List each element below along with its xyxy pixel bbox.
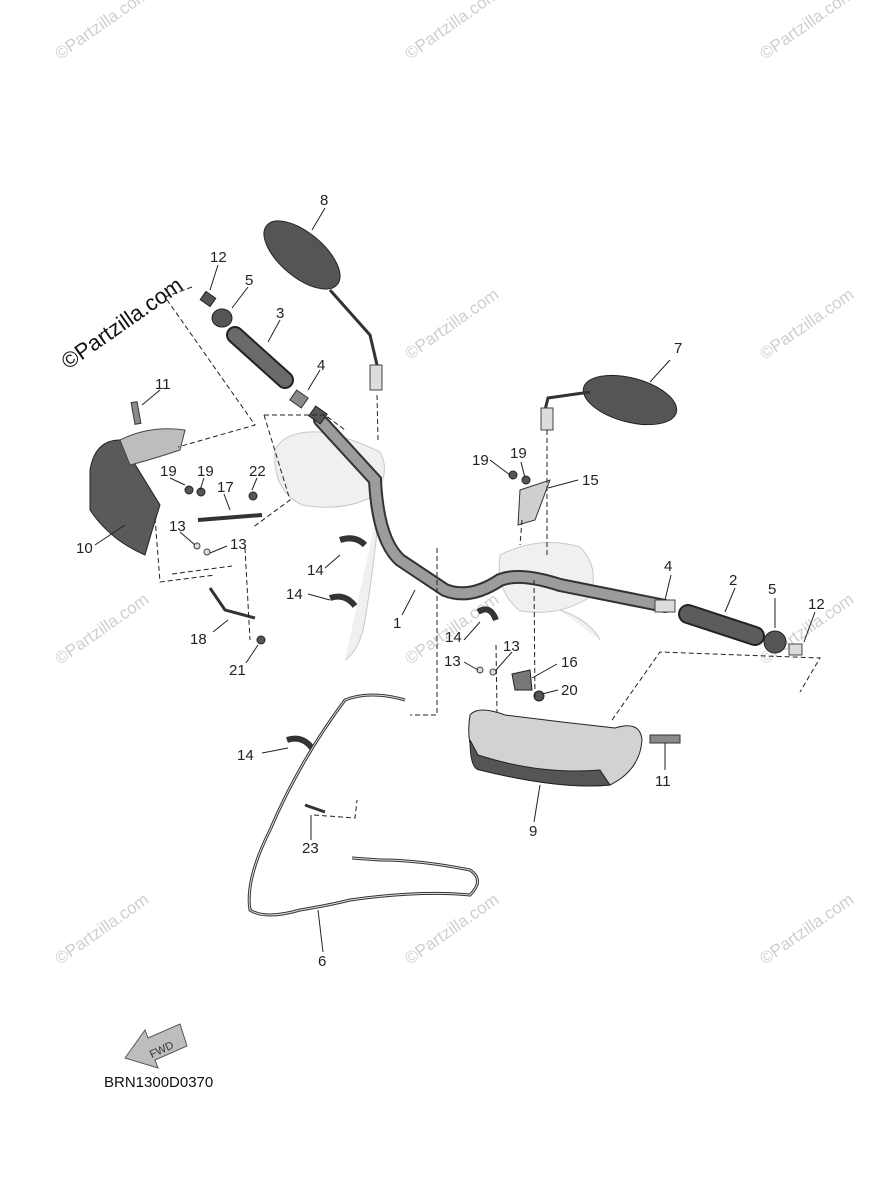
callout-11: 11 bbox=[655, 773, 671, 790]
callout-9: 9 bbox=[529, 823, 537, 840]
callout-19: 19 bbox=[510, 445, 527, 462]
hand-guard-right bbox=[468, 709, 681, 787]
callout-14: 14 bbox=[307, 562, 324, 579]
assembly-lines bbox=[154, 286, 821, 819]
watermark: ©Partzilla.com bbox=[401, 285, 502, 364]
callout-8: 8 bbox=[320, 192, 328, 209]
ghost-parts bbox=[274, 431, 601, 661]
watermark: ©Partzilla.com bbox=[51, 890, 152, 969]
watermark: ©Partzilla.com bbox=[756, 890, 857, 969]
watermarks: ©Partzilla.com ©Partzilla.com ©Partzilla… bbox=[51, 0, 857, 968]
mirror-left bbox=[263, 220, 383, 391]
callout-22: 22 bbox=[249, 463, 266, 480]
throttle-cable bbox=[247, 693, 479, 917]
callout-2: 2 bbox=[729, 572, 737, 589]
callout-19: 19 bbox=[197, 463, 214, 480]
right-grip-stack bbox=[654, 599, 803, 656]
callout-7: 7 bbox=[674, 340, 682, 357]
watermark-main: ©Partzilla.com bbox=[57, 272, 188, 374]
leader-lines bbox=[94, 207, 816, 953]
callout-18: 18 bbox=[190, 631, 207, 648]
callout-12: 12 bbox=[808, 596, 825, 613]
callout-20: 20 bbox=[561, 682, 578, 699]
callout-14: 14 bbox=[445, 629, 462, 646]
callout-15: 15 bbox=[582, 472, 599, 489]
callout-12: 12 bbox=[210, 249, 227, 266]
callout-23: 23 bbox=[302, 840, 319, 857]
small-hardware bbox=[184, 470, 551, 814]
watermark: ©Partzilla.com bbox=[51, 590, 152, 669]
callout-6: 6 bbox=[318, 953, 326, 970]
callout-14: 14 bbox=[286, 586, 303, 603]
callout-11: 11 bbox=[155, 376, 171, 393]
watermark: ©Partzilla.com bbox=[401, 0, 502, 63]
left-grip-stack bbox=[199, 290, 328, 425]
watermark: ©Partzilla.com bbox=[756, 285, 857, 364]
diagram-code: BRN1300D0370 bbox=[104, 1074, 214, 1091]
fwd-arrow: FWD bbox=[124, 1023, 188, 1069]
callout-3: 3 bbox=[276, 305, 284, 322]
callout-13: 13 bbox=[230, 536, 247, 553]
callout-labels: 8 12 5 3 4 11 19 19 22 17 13 13 10 18 21… bbox=[76, 192, 825, 970]
callout-4: 4 bbox=[664, 558, 672, 575]
callout-16: 16 bbox=[561, 654, 578, 671]
callout-13: 13 bbox=[503, 638, 520, 655]
mirror-right bbox=[540, 374, 678, 431]
callout-13: 13 bbox=[169, 518, 186, 535]
watermark: ©Partzilla.com bbox=[756, 0, 857, 63]
watermark: ©Partzilla.com bbox=[401, 890, 502, 969]
callout-4: 4 bbox=[317, 357, 325, 374]
callout-17: 17 bbox=[217, 479, 234, 496]
callout-14: 14 bbox=[237, 747, 254, 764]
callout-5: 5 bbox=[245, 272, 253, 289]
handlebar bbox=[313, 413, 672, 613]
callout-19: 19 bbox=[472, 452, 489, 469]
callout-5: 5 bbox=[768, 581, 776, 598]
callout-13: 13 bbox=[444, 653, 461, 670]
watermark: ©Partzilla.com bbox=[51, 0, 152, 63]
callout-19: 19 bbox=[160, 463, 177, 480]
callout-21: 21 bbox=[229, 662, 246, 679]
hand-guard-left bbox=[89, 401, 186, 556]
callout-1: 1 bbox=[393, 615, 401, 632]
callout-10: 10 bbox=[76, 540, 93, 557]
